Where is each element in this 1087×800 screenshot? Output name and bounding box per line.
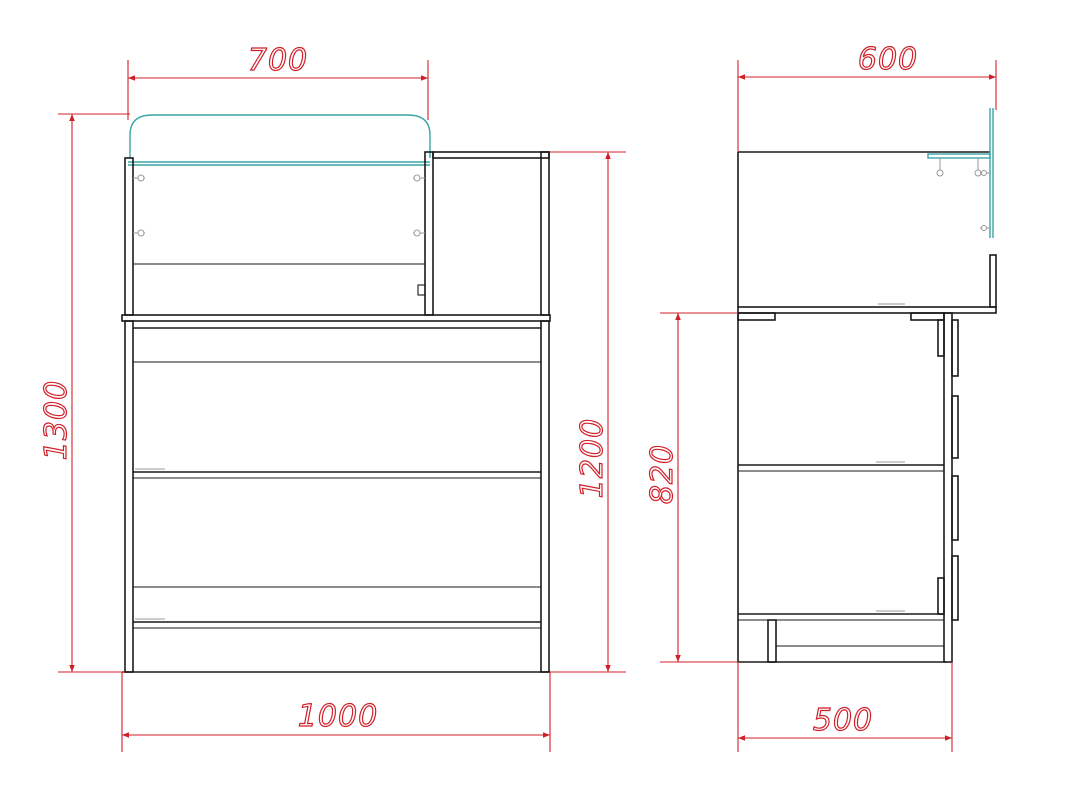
bolt-icon (980, 170, 990, 176)
worktop (121, 314, 551, 322)
dimension-label: 1200 (575, 418, 610, 498)
dimension-label: 1300 (39, 380, 74, 460)
dimension-body-depth: 500 (737, 662, 953, 752)
front-view (121, 114, 551, 673)
side-lower-body (737, 312, 953, 663)
bolt-icon (413, 229, 425, 237)
front-hardware (133, 174, 425, 237)
dimension-label: 820 (645, 444, 680, 504)
dimension-label: 700 (248, 43, 308, 78)
dimension-label: 600 (858, 42, 918, 77)
bolt-icon (980, 225, 990, 231)
dimension-lines: 700 1300 1200 1000 600 (38, 41, 997, 752)
dimension-label: 500 (813, 703, 873, 738)
dimension-body-width: 1000 (121, 672, 551, 752)
dimension-top-depth: 600 (737, 41, 997, 152)
side-upper-section (737, 151, 997, 314)
side-drawer-fronts (937, 319, 959, 621)
bolt-icon (936, 158, 944, 177)
dimension-body-height: 1200 (550, 151, 626, 673)
side-hardware (936, 158, 990, 231)
side-view (737, 108, 997, 663)
lower-body (122, 320, 550, 673)
dimension-lower-height: 820 (644, 312, 738, 663)
bolt-icon (133, 229, 145, 237)
dimension-changer-width: 700 (127, 42, 429, 120)
dimension-label: 1000 (298, 699, 378, 734)
bolt-icon (413, 174, 425, 182)
upper-section (124, 151, 550, 316)
changing-board (128, 114, 431, 166)
dimension-total-height: 1300 (38, 113, 130, 673)
bolt-icon (133, 174, 145, 182)
